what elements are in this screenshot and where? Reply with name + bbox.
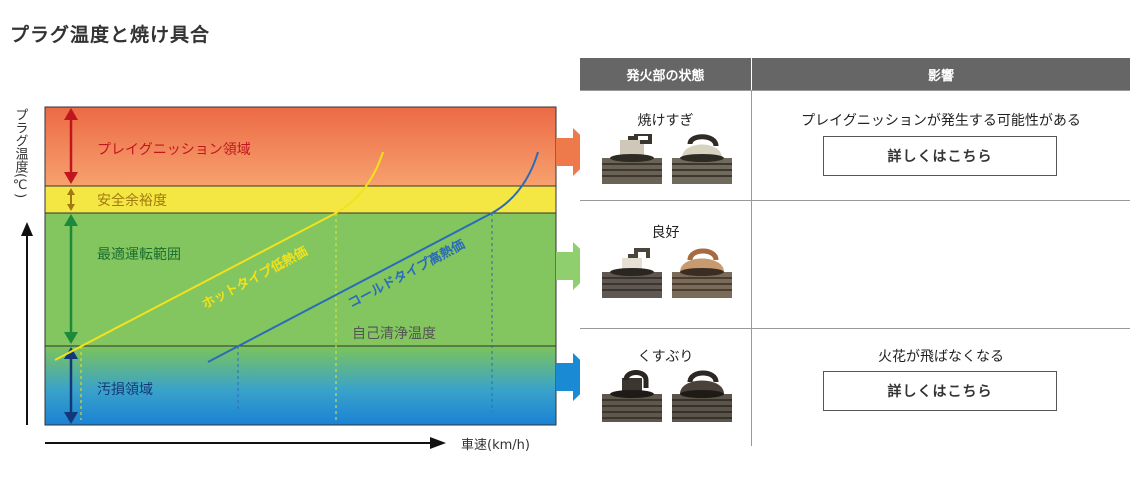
- arrow-overheated: [556, 128, 580, 176]
- x-axis-label: 車速(km/h): [461, 438, 530, 453]
- spark-plug-image: [672, 248, 732, 298]
- arrow-fouling-range: [64, 347, 78, 424]
- zone-optimal: [45, 213, 556, 346]
- zone-preignition: [45, 107, 556, 186]
- row-fouled: くすぶり 火花が飛ばなくなる 詳しくはこちら: [580, 328, 1130, 446]
- page-title: プラグ温度と焼け具合: [10, 24, 211, 46]
- arrow-good: [556, 242, 580, 290]
- arrow-preignition-range: [64, 108, 78, 184]
- spark-plug-image: [602, 134, 662, 184]
- state-label-good: 良好: [651, 225, 680, 241]
- zone-label-optimal: 最適運転範囲: [97, 246, 181, 263]
- arrow-fouled: [556, 353, 580, 401]
- y-axis-arrow: [21, 222, 33, 425]
- header-state: 発火部の状態: [580, 58, 751, 90]
- details-button-fouled[interactable]: 詳しくはこちら: [823, 371, 1057, 411]
- effect-overheated: プレイグニッションが発生する可能性がある: [801, 113, 1081, 129]
- spark-plug-image: [602, 370, 662, 422]
- hot-type-curve: [54, 151, 384, 361]
- self-cleaning-label: 自己清浄温度: [352, 326, 436, 342]
- zone-label-safety: 安全余裕度: [97, 192, 167, 209]
- arrow-safety-range: [67, 188, 75, 211]
- y-axis-label: プラグ温度(℃): [13, 108, 29, 198]
- spark-plug-image: [672, 370, 732, 422]
- row-good: 良好: [580, 200, 1130, 328]
- spark-plug-image: [672, 134, 732, 184]
- temperature-diagram: プレイグニッション領域 安全余裕度 最適運転範囲 汚損領域 ホットタイプ低熱価 …: [13, 106, 580, 453]
- arrow-optimal-range: [64, 214, 78, 344]
- state-label-overheated: 焼けすぎ: [637, 113, 694, 129]
- effect-fouled: 火花が飛ばなくなる: [878, 349, 1004, 365]
- cold-type-curve: [207, 151, 539, 363]
- zone-label-preignition: プレイグニッション領域: [97, 141, 251, 158]
- zone-fouling: [45, 346, 556, 425]
- row-overheated: 焼けすぎ プレイグニッションが発生する可能性がある 詳しくはこちら: [580, 90, 1130, 200]
- zone-safety-margin: [45, 186, 556, 213]
- zone-label-fouling: 汚損領域: [97, 381, 153, 398]
- x-axis-arrow: [45, 437, 446, 449]
- state-effect-table: 発火部の状態 影響 焼けすぎ プレイグニッションが発生する可能性がある 詳しくは…: [580, 58, 1130, 446]
- state-label-fouled: くすぶり: [637, 349, 694, 365]
- details-button-overheated[interactable]: 詳しくはこちら: [823, 136, 1057, 176]
- header-effect: 影響: [752, 58, 1130, 90]
- spark-plug-image: [602, 248, 662, 298]
